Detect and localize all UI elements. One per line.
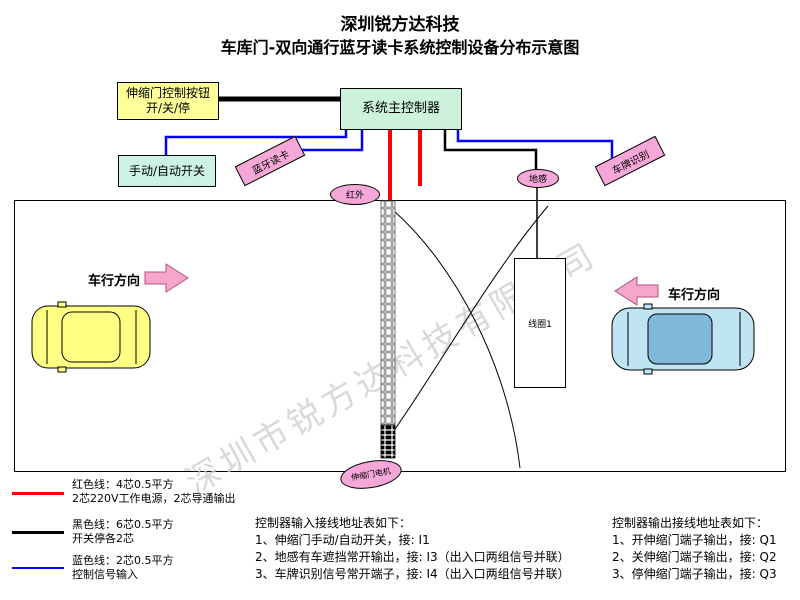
input-table-row: 2、地感有车遮挡常开输出，接: I3（出入口两组信号并联）	[255, 550, 570, 564]
input-table-row: 3、车牌识别信号常开端子，接: I4（出入口两组信号并联）	[255, 567, 570, 581]
output-table-row: 3、停伸缩门端子输出，接: Q3	[612, 567, 777, 581]
direction-label-left: 车行方向	[88, 274, 141, 289]
page-title: 深圳锐方达科技	[340, 15, 460, 35]
output-table-row: 2、关伸缩门端子输出，接: Q2	[612, 550, 777, 564]
site-area-outline	[14, 200, 786, 472]
main-controller-box: 系统主控制器	[340, 88, 462, 130]
output-table-row: 1、开伸缩门端子输出，接: Q1	[612, 533, 777, 547]
legend-blue-line-text: 蓝色线：2芯0.5平方 控制信号输入	[72, 554, 174, 582]
legend-red-line-text: 红色线：4芯0.5平方 2芯220V工作电源，2芯导通输出	[72, 478, 236, 506]
ground-sensor-tag: 地感	[517, 169, 559, 188]
legend-black-line2: 开关停各2芯	[72, 532, 134, 545]
output-address-table: 控制器输出接线地址表如下： 1、开伸缩门端子输出，接: Q1 2、关伸缩门端子输…	[612, 515, 777, 583]
manual-auto-switch-label: 手动/自动开关	[128, 163, 206, 178]
legend-black-line1: 黑色线：6芯0.5平方	[72, 518, 174, 531]
legend-blue-line1: 蓝色线：2芯0.5平方	[72, 554, 174, 567]
direction-label-right: 车行方向	[668, 288, 721, 303]
gate-control-button-label: 伸缩门控制按钮	[125, 86, 210, 100]
legend-red-line-swatch	[12, 492, 64, 495]
bluetooth-reader-tag: 蓝牙读卡	[234, 135, 306, 187]
wire-blue-switch-to-controller	[164, 128, 348, 155]
legend-black-line-text: 黑色线：6芯0.5平方 开关停各2芯	[72, 518, 174, 546]
input-address-table: 控制器输入接线地址表如下： 1、伸缩门手动/自动开关，接: I1 2、地感有车遮…	[255, 515, 570, 583]
coil1-box: 线圈1	[514, 258, 566, 388]
infrared-sensor-tag: 红外	[330, 184, 380, 205]
output-table-header: 控制器输出接线地址表如下：	[612, 516, 769, 530]
legend-black-line-swatch	[12, 531, 64, 534]
gate-control-button-box: 伸缩门控制按钮 开/关/停	[117, 82, 219, 120]
plate-recognition-tag: 车牌识别	[594, 135, 666, 187]
main-controller-label: 系统主控制器	[361, 100, 440, 116]
legend-blue-line-swatch	[12, 567, 64, 569]
gate-control-button-modes: 开/关/停	[145, 101, 191, 115]
legend-red-line1: 红色线：4芯0.5平方	[72, 478, 174, 491]
legend-red-line2: 2芯220V工作电源，2芯导通输出	[72, 492, 236, 505]
wire-black-controller-to-groundsensor	[443, 128, 538, 170]
legend-blue-line2: 控制信号输入	[72, 568, 138, 581]
page-subtitle: 车库门-双向通行蓝牙读卡系统控制设备分布示意图	[220, 38, 580, 57]
input-table-header: 控制器输入接线地址表如下：	[255, 516, 412, 530]
manual-auto-switch-box: 手动/自动开关	[118, 155, 216, 187]
input-table-row: 1、伸缩门手动/自动开关，接: I1	[255, 533, 430, 547]
wire-blue-controller-to-plate	[456, 128, 614, 160]
